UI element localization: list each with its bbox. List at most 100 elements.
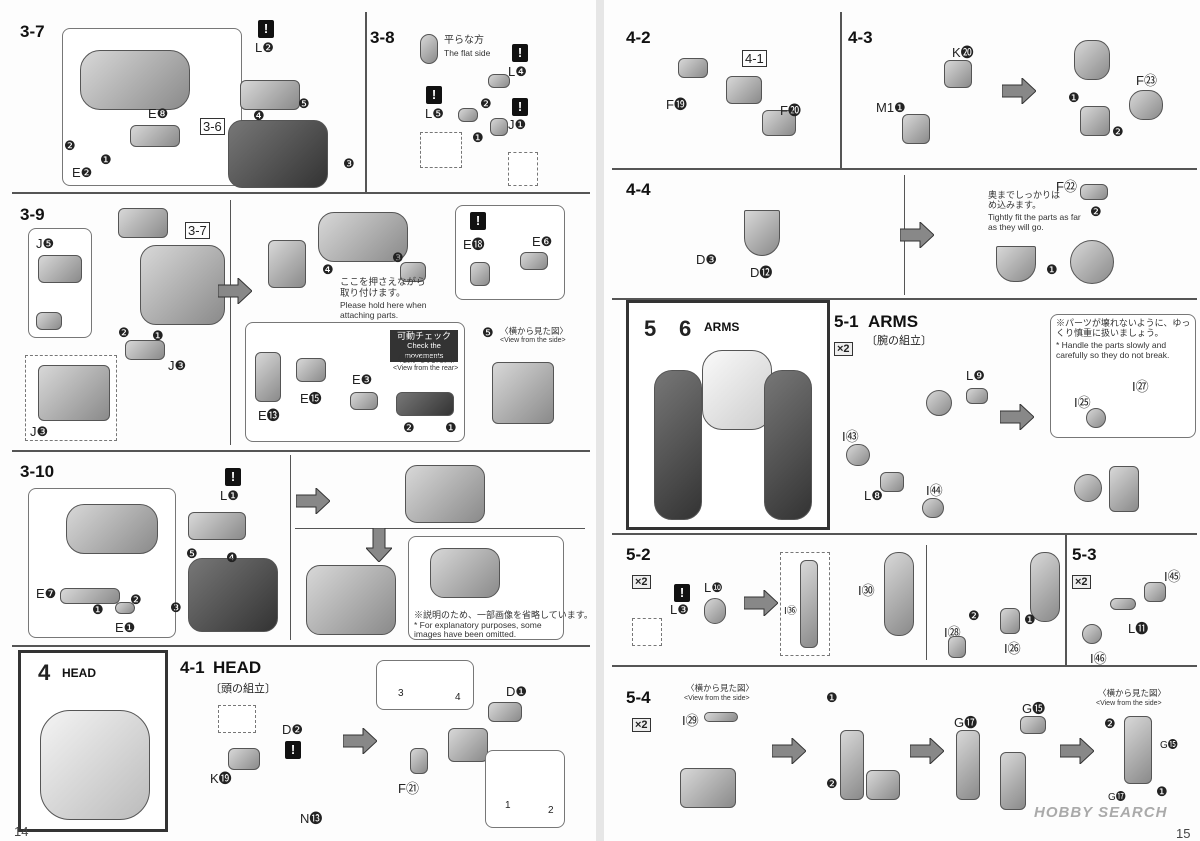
step-title: HEAD (213, 658, 262, 677)
part-label: J❸ (30, 424, 49, 439)
part-illustration (405, 465, 485, 523)
part-illustration (66, 504, 158, 554)
divider (612, 168, 1197, 170)
part-illustration (306, 565, 396, 635)
part-illustration (458, 108, 478, 122)
part-illustration (1000, 752, 1026, 810)
part-label: G⓱ (954, 715, 978, 730)
part-illustration (956, 730, 980, 800)
next-arrow-icon (900, 222, 934, 248)
divider (926, 545, 927, 660)
note-text: 〈裏から見た図〉 (393, 354, 462, 364)
step-marker: ❸ (392, 250, 404, 265)
detail-callout (632, 618, 662, 646)
part-illustration (430, 548, 500, 598)
warning-icon: ! (225, 468, 241, 486)
view-number: 1 (505, 800, 511, 811)
part-label: E❼ (36, 586, 57, 601)
part-illustration (255, 352, 281, 402)
part-illustration (188, 558, 278, 632)
part-illustration (680, 768, 736, 808)
note-text: 奥までしっかりはめ込みます。 (988, 190, 1061, 210)
note-text: 〈横から見た図〉 (1098, 688, 1167, 698)
divider (1065, 535, 1067, 665)
part-illustration (296, 358, 326, 382)
part-label: E⓲ (463, 237, 485, 252)
part-label: L❾ (966, 368, 985, 383)
next-arrow-icon (1002, 78, 1036, 104)
part-label: E❽ (148, 106, 169, 121)
part-illustration (880, 472, 904, 492)
step-number: 3-7 (20, 22, 45, 41)
step-marker: ❷ (403, 420, 415, 435)
part-illustration (884, 552, 914, 636)
part-illustration (948, 636, 966, 658)
step-marker: ❺ (298, 96, 310, 111)
step-marker: ❶ (100, 152, 112, 167)
step-marker: ❶ (1068, 90, 1080, 105)
step-marker: ❶ (152, 328, 164, 343)
step-number: 5-1 (834, 312, 859, 331)
note-text: * Handle the parts slowly and carefully … (1056, 340, 1170, 360)
part-label: I㊻ (1090, 651, 1107, 666)
step-marker: ❷ (1104, 716, 1116, 731)
part-illustration (115, 602, 135, 614)
part-label: I㉙ (682, 713, 699, 728)
detail-callout (1050, 314, 1196, 438)
part-label: I㉚ (858, 583, 875, 598)
quantity-badge: ×2 (632, 718, 651, 732)
step-marker: ❷ (1090, 204, 1102, 219)
divider (12, 450, 590, 452)
step-number: 3-10 (20, 462, 55, 481)
part-label: L❹ (508, 64, 527, 79)
left-page: 3-7 E❽ E❷ ! L❷ 3-6 ❺ ❹ ❸ ❷ ❶ 3-8 平らな方 Th… (0, 0, 596, 841)
warning-icon: ! (285, 741, 301, 759)
warning-icon: ! (512, 98, 528, 116)
part-label: G⓯ (1160, 740, 1178, 751)
part-label: E⓭ (258, 408, 280, 423)
divider (612, 533, 1197, 535)
part-illustration (926, 390, 952, 416)
part-illustration (1109, 466, 1139, 512)
part-label: D❶ (506, 684, 528, 699)
part-illustration (704, 712, 738, 722)
next-arrow-icon (1000, 404, 1034, 430)
part-illustration (470, 262, 490, 286)
part-label: I㊸ (842, 429, 859, 444)
step-number: 4-1 (180, 658, 205, 677)
part-label: D⓬ (750, 265, 773, 280)
part-label: N⓭ (300, 811, 323, 826)
divider (12, 645, 590, 647)
part-illustration (350, 392, 378, 410)
part-label: K⓳ (210, 771, 232, 786)
section-title: ARMS (704, 320, 740, 334)
note-text: <View from the side> (1096, 700, 1162, 707)
part-illustration (1124, 716, 1152, 784)
step-marker: ❷ (826, 776, 838, 791)
divider (230, 200, 231, 445)
down-arrow-icon (366, 528, 392, 562)
part-illustration (1070, 240, 1114, 284)
divider (290, 455, 291, 640)
part-label: F㉓ (1136, 73, 1157, 88)
part-illustration (996, 246, 1036, 282)
next-arrow-icon (343, 728, 377, 754)
part-illustration (80, 50, 190, 110)
part-label: G⓱ (1108, 792, 1126, 803)
note-text: 平らな方 (444, 35, 484, 46)
step-reference: 3-7 (185, 222, 210, 239)
divider (295, 528, 585, 529)
step-marker: ❷ (130, 592, 142, 607)
part-label: E⓯ (300, 391, 322, 406)
part-illustration (800, 560, 818, 648)
step-marker: ❹ (226, 550, 238, 565)
part-illustration (488, 74, 510, 88)
step-marker: ❷ (118, 325, 130, 340)
part-label: F⓳ (666, 97, 687, 112)
part-label: I㉖ (1004, 641, 1021, 656)
part-illustration (1129, 90, 1163, 120)
divider (612, 665, 1197, 667)
step-marker: ❺ (482, 325, 494, 340)
detail-callout (485, 750, 565, 828)
section-number: 4 (38, 660, 51, 685)
